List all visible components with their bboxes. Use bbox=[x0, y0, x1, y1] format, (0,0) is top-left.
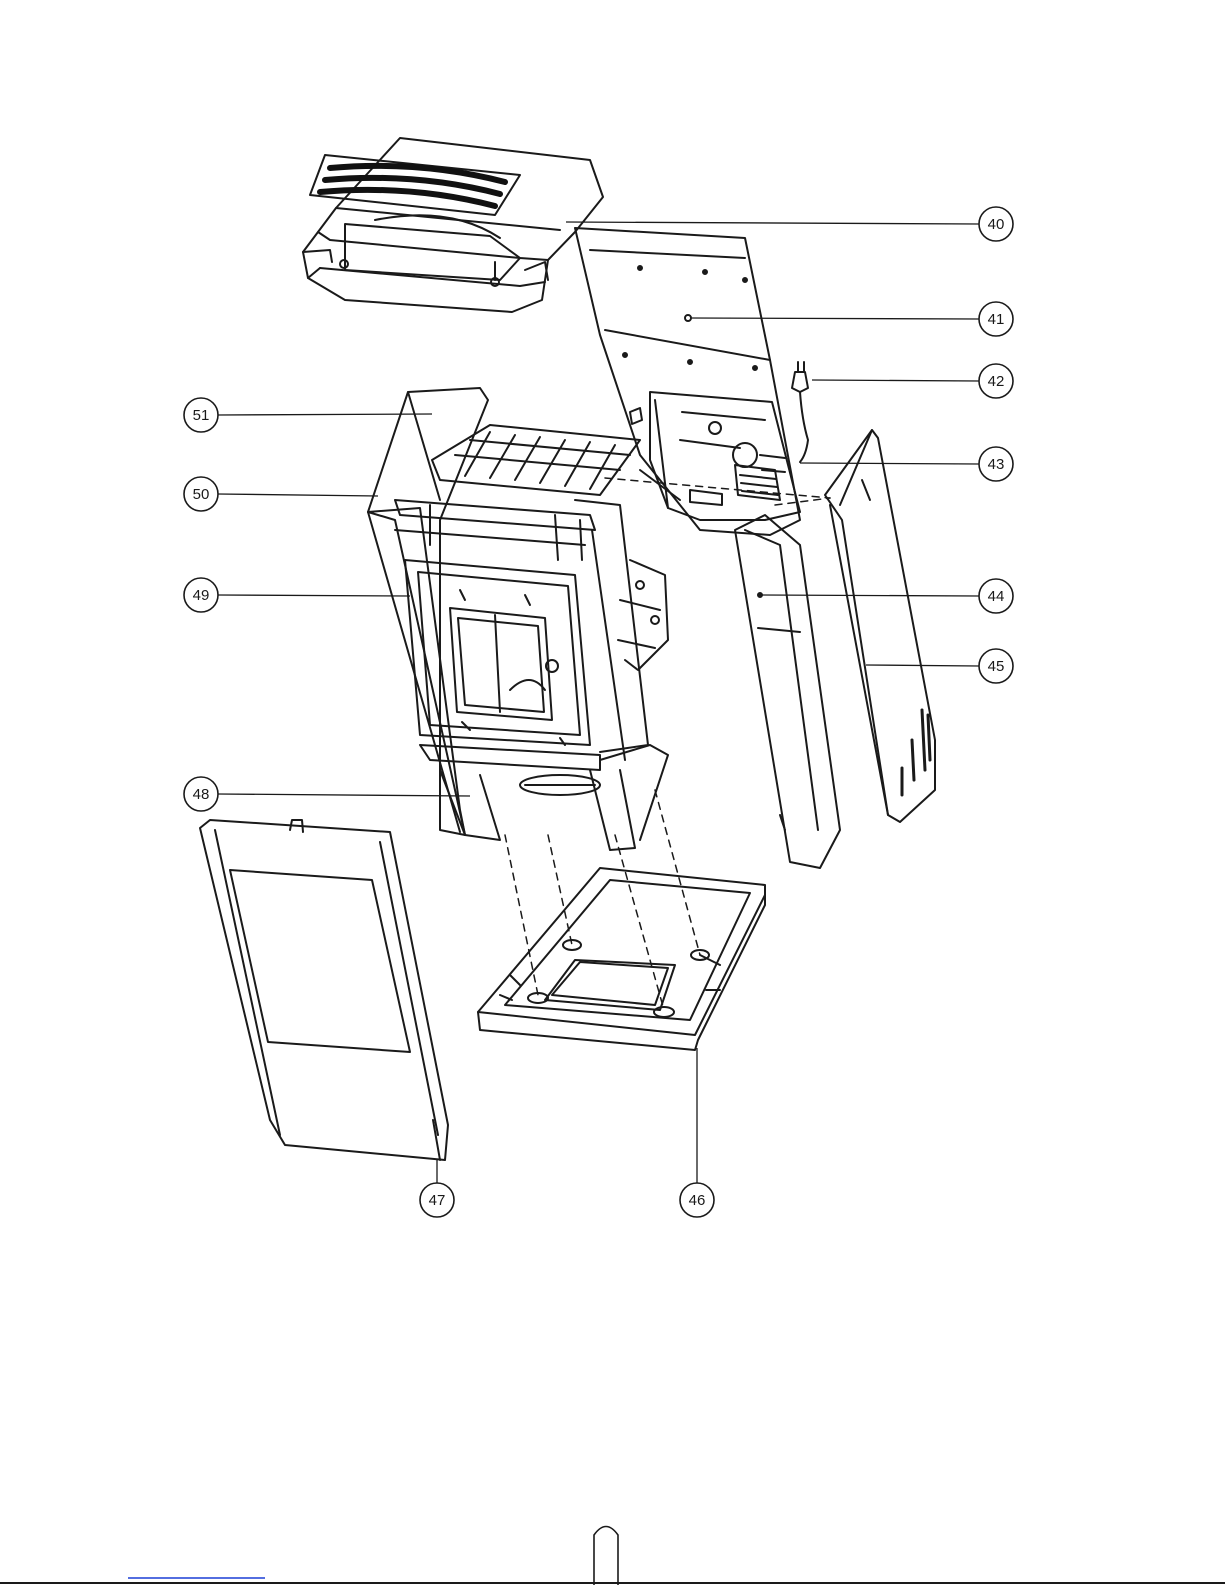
main-frame-part bbox=[368, 388, 680, 850]
leader-50 bbox=[218, 494, 378, 496]
leader-40 bbox=[566, 222, 979, 224]
rear-housing-part bbox=[650, 392, 800, 520]
callout-44-label: 44 bbox=[988, 588, 1005, 605]
page-footer bbox=[0, 1527, 1225, 1585]
callout-49-label: 49 bbox=[193, 587, 210, 604]
callout-40-label: 40 bbox=[988, 216, 1005, 233]
callout-47-label: 47 bbox=[429, 1192, 446, 1209]
callout-48-label: 48 bbox=[193, 786, 210, 803]
leader-45 bbox=[866, 665, 979, 666]
front-door-part bbox=[200, 820, 448, 1160]
leader-43 bbox=[800, 463, 979, 464]
top-grille-part bbox=[310, 155, 520, 215]
leader-49 bbox=[218, 595, 410, 596]
rear-panel-part bbox=[575, 228, 800, 535]
callout-50-label: 50 bbox=[193, 486, 210, 503]
callout-45-label: 45 bbox=[988, 658, 1005, 675]
callout-41-label: 41 bbox=[988, 311, 1005, 328]
top-cover-part bbox=[303, 138, 603, 312]
right-side-panel-part bbox=[825, 430, 935, 822]
callout-46-label: 46 bbox=[689, 1192, 706, 1209]
callout-51-label: 51 bbox=[193, 407, 210, 424]
callout-43-label: 43 bbox=[988, 456, 1005, 473]
leader-44 bbox=[762, 595, 979, 596]
leader-41 bbox=[690, 318, 979, 319]
power-cord-part bbox=[792, 362, 808, 462]
page-number-tab bbox=[594, 1527, 618, 1585]
leader-48 bbox=[218, 794, 470, 796]
callout-42-label: 42 bbox=[988, 373, 1005, 390]
right-trim-part bbox=[735, 515, 840, 868]
base-part bbox=[478, 868, 765, 1050]
leader-42 bbox=[812, 380, 979, 381]
